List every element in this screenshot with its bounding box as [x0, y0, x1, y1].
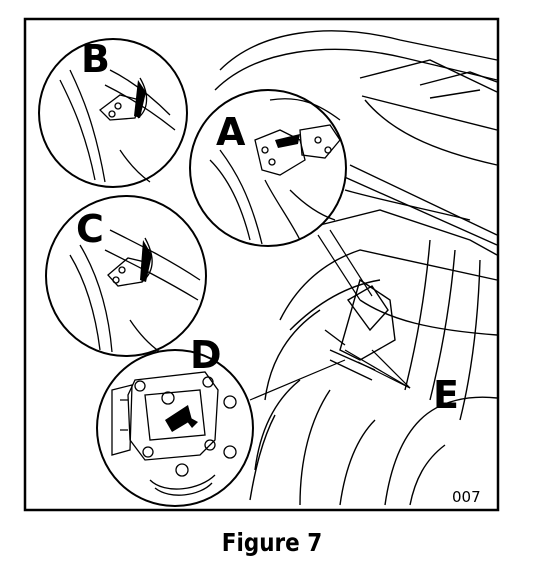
callout-label-e: E — [433, 373, 459, 417]
figure-caption: Figure 7 — [221, 528, 323, 557]
callout-label-c: C — [76, 207, 104, 251]
figure-border — [23, 17, 500, 512]
figure-code: 007 — [452, 488, 481, 506]
detail-circle-a — [189, 89, 347, 247]
detail-circle-d — [96, 349, 254, 507]
vehicle-body-sketch — [214, 30, 498, 506]
leader-lines — [249, 229, 411, 401]
detail-circle-c — [45, 195, 207, 357]
callout-label-a: A — [216, 110, 246, 154]
detail-circle-b — [38, 38, 188, 188]
callout-label-d: D — [190, 333, 222, 377]
callout-label-b: B — [81, 37, 110, 81]
